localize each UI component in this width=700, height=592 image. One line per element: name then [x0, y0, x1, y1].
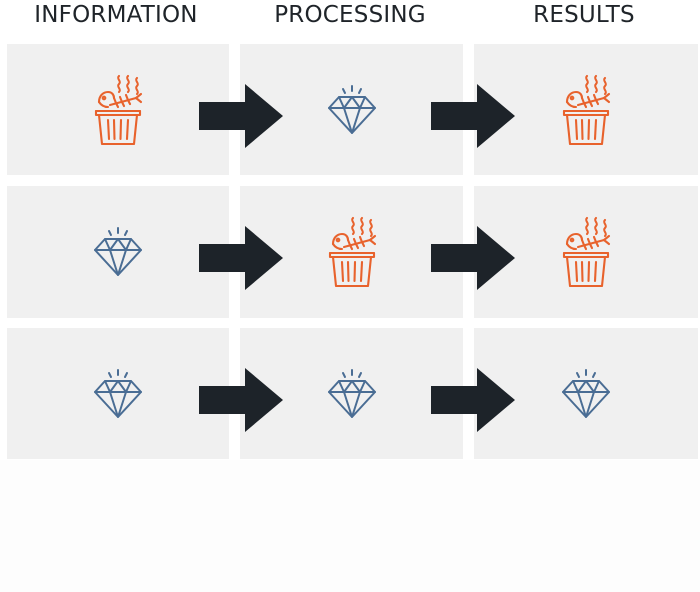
right-arrow-icon — [199, 367, 283, 432]
cell-results-row-3 — [474, 328, 698, 459]
trash-icon — [326, 215, 378, 289]
trash-icon — [92, 73, 144, 147]
cell-information-row-1 — [7, 44, 229, 175]
cell-processing-row-2 — [240, 186, 463, 318]
cell-processing-row-3 — [240, 328, 463, 459]
right-arrow-icon — [431, 367, 515, 432]
cell-information-row-3 — [7, 328, 229, 459]
right-arrow-icon — [431, 83, 515, 148]
diamond-icon — [92, 226, 144, 278]
header-results: RESULTS — [533, 2, 635, 28]
header-processing: PROCESSING — [274, 2, 426, 28]
cell-results-row-2 — [474, 186, 698, 318]
diamond-icon — [326, 368, 378, 420]
header-information: INFORMATION — [34, 2, 198, 28]
diamond-icon — [326, 84, 378, 136]
cell-processing-row-1 — [240, 44, 463, 175]
diamond-icon — [92, 368, 144, 420]
right-arrow-icon — [431, 226, 515, 290]
bottom-blank-area — [0, 460, 700, 592]
diamond-icon — [560, 368, 612, 420]
right-arrow-icon — [199, 83, 283, 148]
cell-information-row-2 — [7, 186, 229, 318]
cell-results-row-1 — [474, 44, 698, 175]
right-arrow-icon — [199, 226, 283, 290]
trash-icon — [560, 73, 612, 147]
trash-icon — [560, 215, 612, 289]
